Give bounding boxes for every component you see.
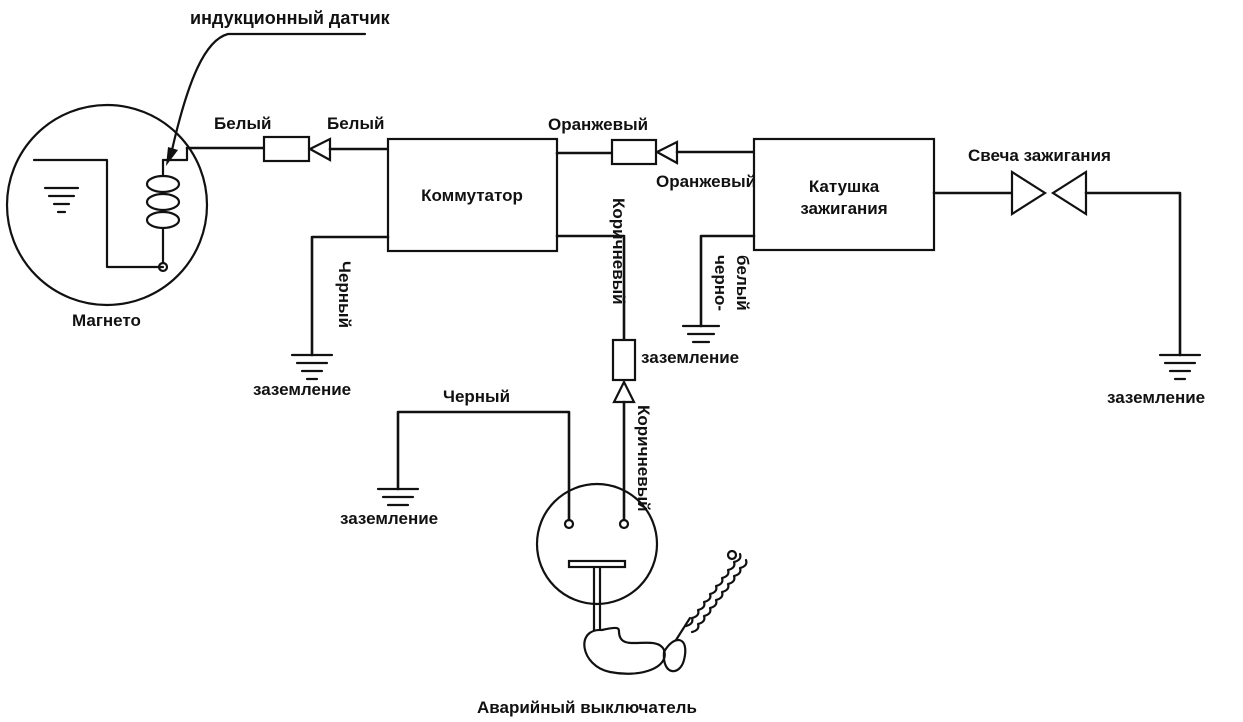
label-ground-2: заземление: [641, 348, 739, 367]
label-black-1: Черный: [335, 261, 354, 328]
label-coil-line1: Катушка: [809, 177, 880, 196]
kill-switch: [535, 482, 748, 675]
spark-plug-ground-icon: [1158, 353, 1202, 381]
label-brown-2: Коричневый: [634, 405, 653, 512]
wire-orange: [555, 138, 756, 166]
lanyard-clip-icon: [583, 626, 666, 675]
wire-brown: [555, 234, 637, 522]
connector-brown-arrow-icon: [612, 379, 636, 404]
commutator-box: [386, 137, 559, 253]
wire-black-commutator: [290, 235, 390, 381]
induction-coil-icon: [145, 146, 189, 273]
spark-plug-left-icon: [1010, 169, 1048, 217]
wire-white: [185, 135, 390, 163]
label-ground-4: заземление: [340, 509, 438, 528]
label-white-1: Белый: [214, 114, 271, 133]
label-induction-sensor: индукционный датчик: [190, 8, 391, 28]
magneto: [5, 32, 367, 307]
label-white-2: Белый: [327, 114, 384, 133]
label-black-white-1: черно-: [711, 255, 730, 311]
connector-brown: [611, 338, 637, 382]
label-commutator: Коммутатор: [421, 186, 523, 205]
connector-white-arrow-icon: [307, 137, 332, 162]
label-ground-3: заземление: [1107, 388, 1205, 407]
label-spark-plug: Свеча зажигания: [968, 146, 1111, 165]
pointer-arrow-icon: [166, 147, 178, 166]
label-orange-1: Оранжевый: [548, 115, 648, 134]
label-black-white-2: белый: [733, 255, 752, 311]
label-magneto: Магнето: [72, 311, 141, 330]
label-kill-switch: Аварийный выключатель: [477, 698, 697, 717]
wire-black-kill-switch: [376, 410, 571, 522]
spark-plug: [932, 169, 1202, 381]
wire-black-white: [681, 234, 756, 344]
kill-switch-plate: [567, 559, 627, 569]
spark-plug-right-icon: [1050, 169, 1088, 217]
label-brown-1: Коричневый: [609, 198, 628, 305]
connector-orange-arrow-icon: [654, 140, 679, 165]
label-orange-2: Оранжевый: [656, 172, 756, 191]
kill-switch-terminal-right: [618, 518, 630, 530]
ignition-coil-box: [752, 137, 936, 252]
label-coil-line2: зажигания: [800, 199, 887, 218]
label-black-2: Черный: [443, 387, 510, 406]
coiled-cord-icon: [674, 549, 748, 642]
connector-orange: [610, 138, 658, 166]
magneto-ground-icon: [43, 186, 80, 214]
label-ground-1: заземление: [253, 380, 351, 399]
connector-white: [262, 135, 311, 163]
